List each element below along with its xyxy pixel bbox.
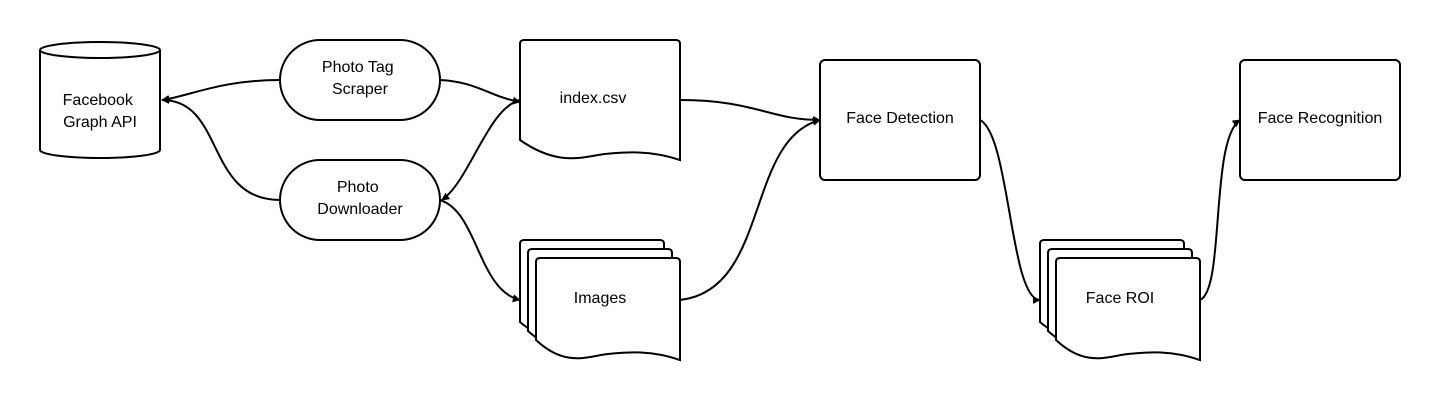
photo-downloader-label-line1: Photo — [337, 179, 379, 196]
edge-scraper-to-index — [439, 79, 521, 105]
photo-downloader-shape — [279, 159, 441, 241]
edge-downloader-to-api — [161, 96, 281, 201]
index-csv-node: index.csv — [519, 39, 681, 162]
index-csv-label: index.csv — [560, 90, 627, 107]
photo-downloader-label-line2: Downloader — [317, 201, 403, 218]
edge-index-to-downloader — [441, 99, 521, 201]
photo-tag-scraper-label-line2: Scraper — [332, 81, 389, 98]
edge-detection-to-roi — [979, 119, 1041, 304]
face-detection-label: Face Detection — [846, 110, 954, 127]
svg-text:Photo Tag Scraper: Photo Tag Scraper — [322, 59, 398, 98]
images-node: Images — [519, 239, 681, 362]
face-roi-label: Face ROI — [1086, 290, 1154, 307]
face-detection-shape — [819, 59, 981, 181]
svg-text:Facebook Graph API: Facebook Graph API — [63, 92, 138, 131]
svg-text:Photo Downloader: Photo Downloader — [317, 179, 403, 218]
edge-downloader-to-images — [439, 199, 521, 303]
facebook-graph-api-node: Facebook Graph API — [39, 41, 161, 159]
photo-downloader-node: Photo Downloader — [279, 159, 441, 241]
facebook-api-label-line1: Facebook — [63, 92, 134, 109]
facebook-api-label-line2: Graph API — [63, 114, 137, 131]
photo-tag-scraper-shape — [279, 39, 441, 121]
document-icon — [519, 39, 681, 162]
face-recognition-node: Face Recognition — [1239, 59, 1401, 181]
face-recognition-label: Face Recognition — [1258, 110, 1383, 127]
edge-scraper-to-api — [161, 79, 281, 103]
connectors — [161, 79, 1241, 304]
images-label: Images — [574, 290, 626, 307]
face-recognition-shape — [1239, 59, 1401, 181]
photo-tag-scraper-label-line1: Photo Tag — [322, 59, 394, 76]
face-roi-node: Face ROI — [1039, 239, 1201, 362]
edge-roi-to-recognition — [1199, 119, 1241, 301]
photo-tag-scraper-node: Photo Tag Scraper — [279, 39, 441, 121]
multi-document-icon-front — [535, 257, 681, 362]
edge-index-to-detection — [679, 99, 821, 124]
database-icon — [39, 41, 161, 159]
edge-images-to-detection — [679, 118, 821, 301]
multi-document-icon-front — [1055, 257, 1201, 362]
face-detection-node: Face Detection — [819, 59, 981, 181]
